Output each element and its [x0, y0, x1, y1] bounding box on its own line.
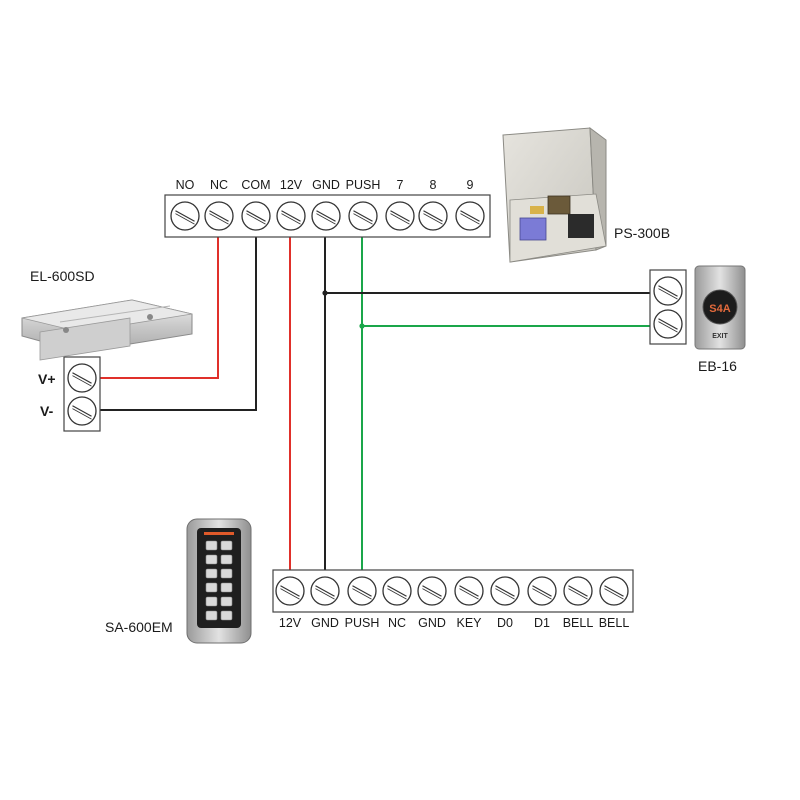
psu-terminal-block: NO NC COM 12V GND PUSH 7 8 9 — [164, 178, 491, 238]
keypad-key — [205, 582, 218, 593]
psu-terminal-label: PUSH — [346, 178, 381, 192]
keypad-key — [220, 596, 233, 607]
wire-junction — [322, 290, 328, 296]
psu-terminal-label: NC — [210, 178, 228, 192]
exit-button-image: S4A EXIT — [694, 265, 746, 350]
lock-terminal-vplus: V+ — [38, 371, 56, 387]
psu-terminal-label: NO — [176, 178, 195, 192]
keypad-terminal-label: GND — [311, 616, 339, 630]
wire-junction — [359, 323, 365, 329]
keypad-terminal-label: D1 — [534, 616, 550, 630]
keypad-key — [220, 540, 233, 551]
psu-terminal-label: GND — [312, 178, 340, 192]
keypad-terminal-screw — [490, 576, 520, 606]
keypad-key — [220, 610, 233, 621]
power-supply-image — [502, 126, 607, 263]
psu-terminal-label: 8 — [430, 178, 437, 192]
keypad-terminal-screw — [454, 576, 484, 606]
psu-terminal-label: COM — [241, 178, 270, 192]
psu-terminal-screw — [204, 201, 234, 231]
keypad-key — [205, 596, 218, 607]
psu-terminal-screw — [276, 201, 306, 231]
keypad-terminal-block: 12V GND PUSH NC GND KEY D0 D1 BELL BELL — [272, 569, 634, 630]
psu-device-label: PS-300B — [614, 225, 670, 241]
psu-terminal-screw — [241, 201, 271, 231]
keypad-terminal-screw — [563, 576, 593, 606]
keypad-terminal-label: PUSH — [345, 616, 380, 630]
keypad-key — [205, 540, 218, 551]
keypad-key — [205, 568, 218, 579]
lock-terminal-block: V+ V- — [38, 356, 101, 432]
exit-button-logo: S4A — [709, 303, 730, 315]
psu-terminal-screw — [418, 201, 448, 231]
psu-terminal-screw — [455, 201, 485, 231]
keypad-terminal-screw — [382, 576, 412, 606]
wire-black-lock — [98, 214, 257, 411]
exit-terminal-block — [649, 269, 687, 345]
keypad-terminal-screw — [527, 576, 557, 606]
exit-button-caption: EXIT — [712, 333, 728, 340]
keypad-terminal-screw — [347, 576, 377, 606]
lock-terminal-vminus: V- — [40, 403, 54, 419]
psu-terminal-screw — [170, 201, 200, 231]
keypad-terminal-label: 12V — [279, 616, 302, 630]
keypad-key — [220, 554, 233, 565]
keypad-key — [220, 582, 233, 593]
keypad-terminal-screw — [417, 576, 447, 606]
psu-terminal-screw — [385, 201, 415, 231]
keypad-device-label: SA-600EM — [105, 619, 173, 635]
wire-red-lock — [98, 214, 219, 379]
lock-terminal-screw — [67, 396, 97, 426]
keypad-key — [205, 554, 218, 565]
lock-device-label: EL-600SD — [30, 268, 95, 284]
keypad-terminal-screw — [310, 576, 340, 606]
keypad-terminal-label: KEY — [456, 616, 482, 630]
psu-terminal-label: 7 — [397, 178, 404, 192]
psu-terminal-label: 9 — [467, 178, 474, 192]
keypad-terminal-screw — [275, 576, 305, 606]
keypad-key — [205, 610, 218, 621]
psu-terminal-screw — [348, 201, 378, 231]
keypad-terminal-label: NC — [388, 616, 406, 630]
keypad-terminal-label: GND — [418, 616, 446, 630]
exit-terminal-screw — [653, 276, 683, 306]
psu-terminal-label: 12V — [280, 178, 303, 192]
exit-terminal-screw — [653, 309, 683, 339]
magnetic-lock-image — [21, 299, 193, 361]
lock-terminal-screw — [67, 363, 97, 393]
psu-terminal-screw — [311, 201, 341, 231]
keypad-key — [220, 568, 233, 579]
keypad-terminal-label: BELL — [563, 616, 594, 630]
keypad-terminal-screw — [599, 576, 629, 606]
keypad-terminal-label: D0 — [497, 616, 513, 630]
keypad-terminal-label: BELL — [599, 616, 630, 630]
keypad-image — [186, 518, 252, 644]
exit-button-device-label: EB-16 — [698, 358, 737, 374]
wires — [98, 214, 668, 590]
